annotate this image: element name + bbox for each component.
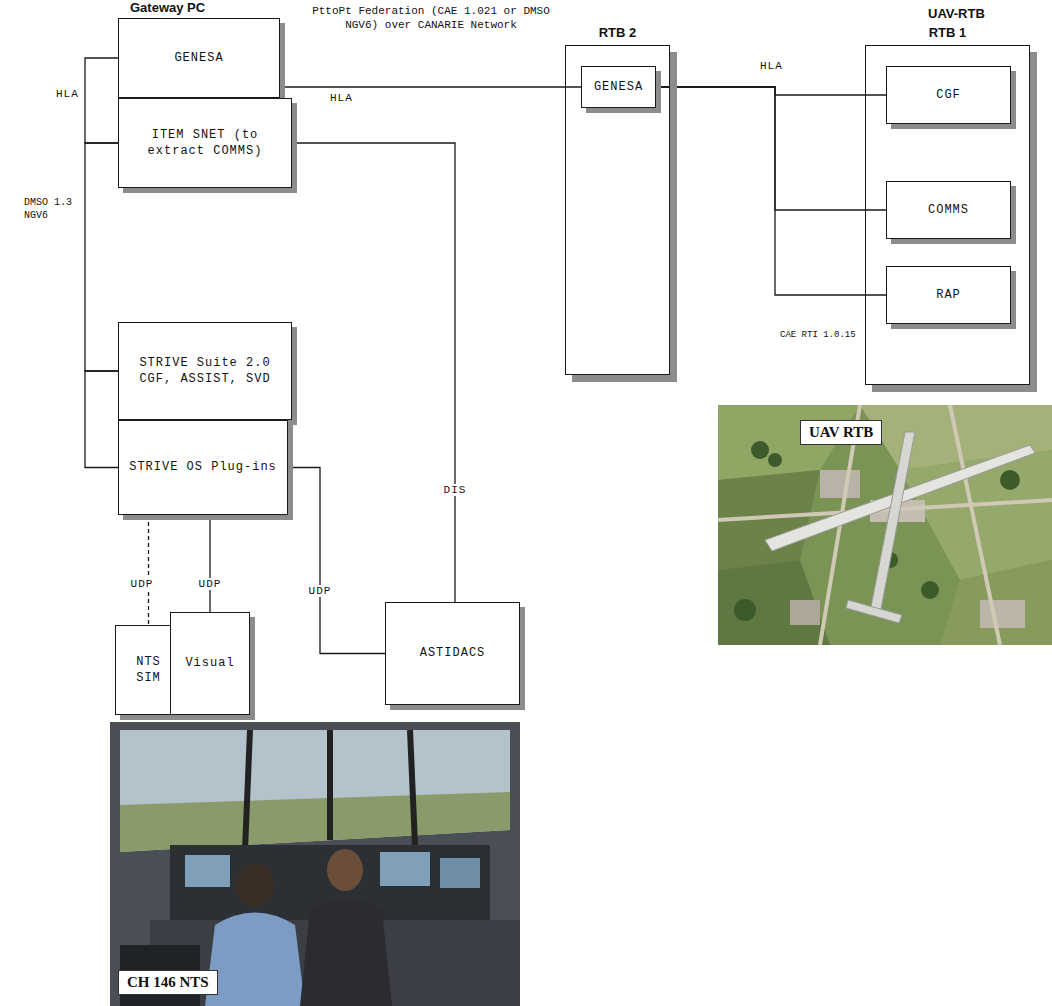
protocol-label: HLA xyxy=(56,88,79,100)
network-link xyxy=(85,143,118,371)
box-text: RAP xyxy=(932,287,965,303)
software-box: STRIVE OS Plug-ins xyxy=(118,420,288,515)
network-link xyxy=(656,87,886,210)
software-box: ASTIDACS xyxy=(385,602,520,705)
box-text: GENESA xyxy=(590,79,647,95)
computer-label: RTB 2 xyxy=(566,25,669,40)
software-box: GENESA xyxy=(118,18,280,98)
software-box: RAP xyxy=(886,266,1011,324)
protocol-label: UDP xyxy=(307,585,334,597)
network-link xyxy=(148,515,149,625)
network-link xyxy=(292,143,455,602)
protocol-label: UDP xyxy=(129,578,156,590)
software-box: STRIVE Suite 2.0 CGF, ASSIST, SVD xyxy=(118,322,292,420)
group-heading: Gateway PC xyxy=(130,0,205,15)
box-text: STRIVE Suite 2.0 CGF, ASSIST, SVD xyxy=(119,355,291,387)
network-link xyxy=(656,87,886,95)
box-text: COMMS xyxy=(924,202,973,218)
network-link xyxy=(288,468,385,654)
software-box: ITEM SNET (to extract COMMS) xyxy=(118,98,292,188)
box-text: Visual xyxy=(181,655,238,671)
network-link xyxy=(85,371,118,468)
software-box: GENESA xyxy=(581,66,656,108)
link-label: PttoPt Federation (CAE 1.021 or DMSO NGV… xyxy=(300,4,562,32)
box-text: ASTIDACS xyxy=(416,645,490,661)
uav-aerial-photo xyxy=(718,405,1052,645)
computer-box: RTB 1CGFCOMMSRAP xyxy=(865,45,1030,385)
version-label: CAE RTI 1.0.15 xyxy=(780,330,856,340)
box-text: STRIVE OS Plug-ins xyxy=(125,459,281,475)
protocol-label: HLA xyxy=(330,92,353,104)
computer-box: RTB 2GENESA xyxy=(565,45,670,375)
photo-caption: UAV RTB xyxy=(800,420,882,445)
network-link xyxy=(280,86,581,87)
photo-caption: CH 146 NTS xyxy=(118,970,218,995)
computer-label: RTB 1 xyxy=(866,25,1029,40)
software-box: Visual xyxy=(170,612,250,715)
box-text: CGF xyxy=(932,87,965,103)
network-link xyxy=(656,87,886,295)
network-link xyxy=(85,58,118,143)
box-text: GENESA xyxy=(170,50,227,66)
version-label: DMSO 1.3 NGV6 xyxy=(24,196,80,222)
simulator-photo xyxy=(110,722,520,1006)
box-text: ITEM SNET (to extract COMMS) xyxy=(119,127,291,159)
software-box: COMMS xyxy=(886,181,1011,239)
protocol-label: DIS xyxy=(442,484,469,496)
software-box: CGF xyxy=(886,66,1011,124)
network-link xyxy=(209,515,210,612)
diagram-title: UAV-RTB xyxy=(928,6,985,21)
protocol-label: HLA xyxy=(760,60,783,72)
protocol-label: UDP xyxy=(197,578,224,590)
